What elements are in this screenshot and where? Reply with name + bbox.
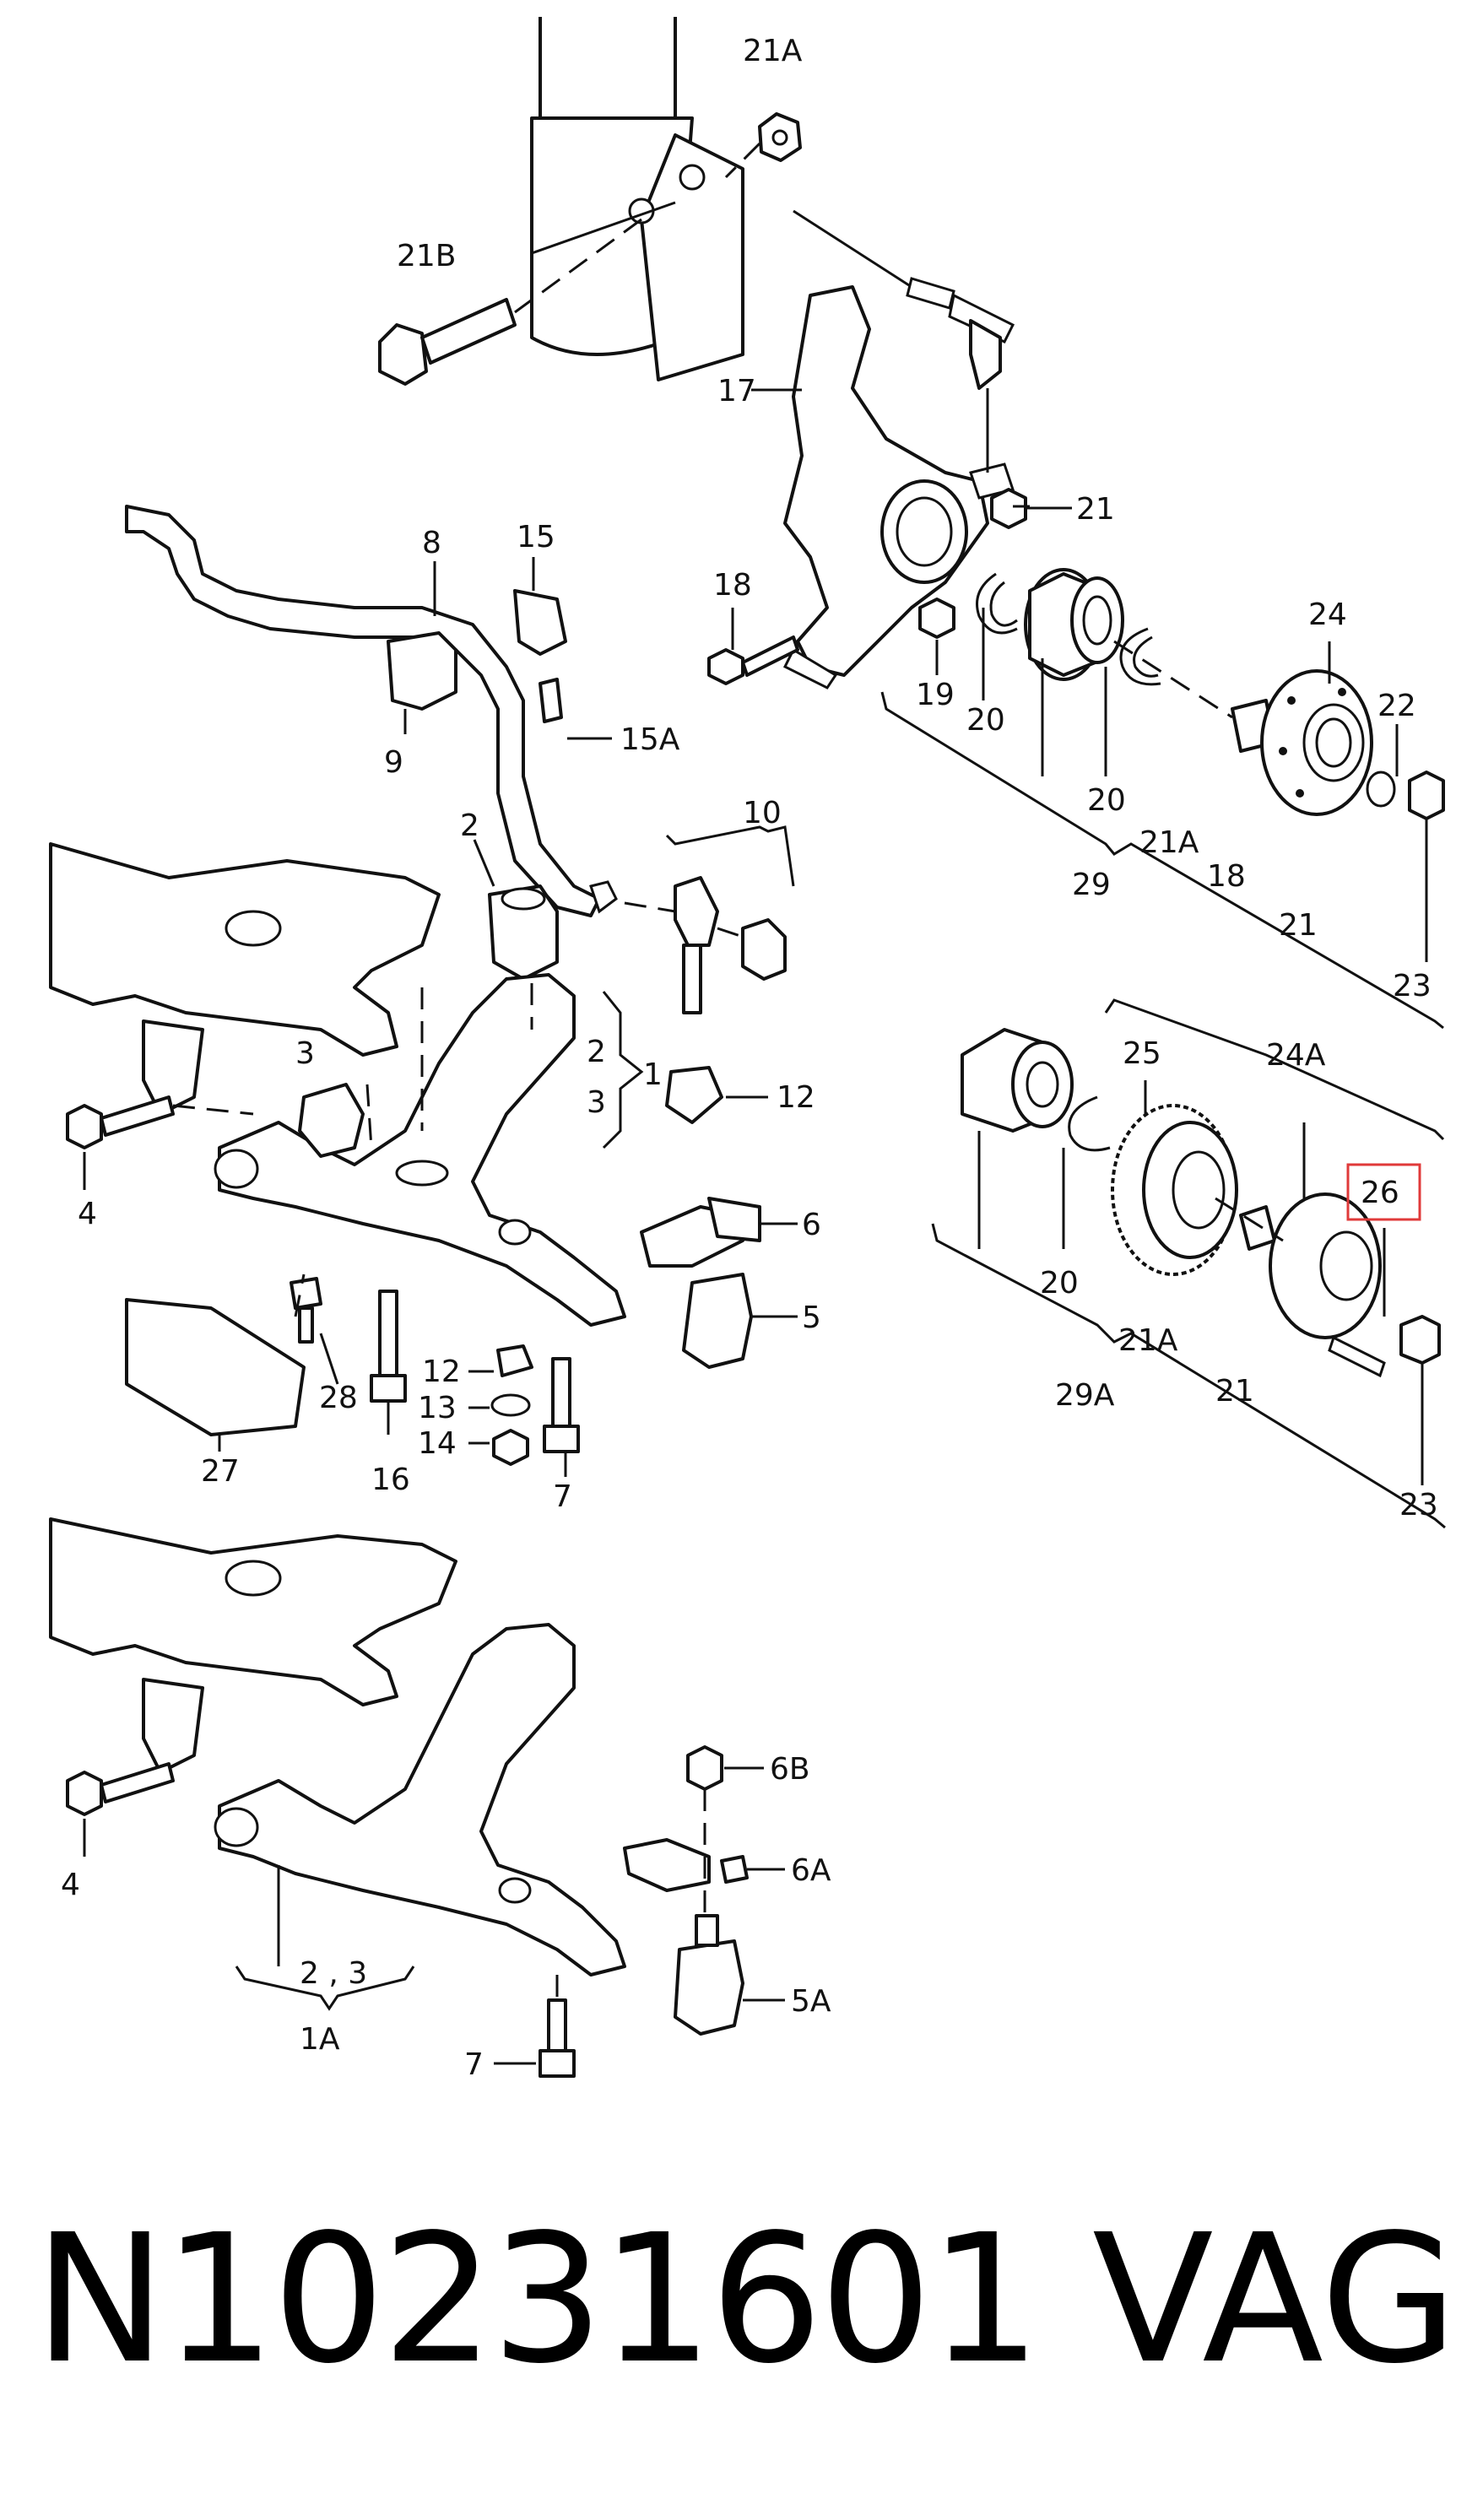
callout-28: 28 — [319, 1381, 358, 1415]
callout-24A: 24A — [1266, 1038, 1326, 1073]
callout-21A: 21A — [1139, 825, 1199, 860]
callout-12: 12 — [777, 1080, 815, 1115]
callout-25: 25 — [1123, 1036, 1161, 1071]
callout-21: 21 — [1076, 492, 1115, 527]
callout-2: 2 — [460, 808, 479, 843]
callout-labels: 21A 21B 17 21 18 19 20 20 24 22 21A 29 1… — [61, 34, 1438, 2082]
callout-18: 18 — [1207, 859, 1246, 894]
callout-24: 24 — [1308, 598, 1347, 632]
callout-18: 18 — [713, 568, 752, 603]
callout-20: 20 — [966, 703, 1005, 738]
wheel-bearing-alt — [961, 1028, 1074, 1133]
callout-21: 21 — [1215, 1374, 1254, 1409]
callout-2: 2 — [587, 1035, 606, 1069]
callout-16: 16 — [371, 1463, 410, 1497]
callout-12: 12 — [422, 1355, 461, 1389]
nut-21A — [758, 112, 802, 162]
callout-19: 19 — [916, 678, 955, 712]
callout-6: 6 — [802, 1208, 821, 1242]
callout-20: 20 — [1087, 783, 1126, 818]
callout-5A: 5A — [791, 1984, 831, 2019]
anti-roll-bar — [125, 505, 618, 917]
callout-1: 1 — [643, 1057, 663, 1092]
control-arm-alt — [214, 1623, 626, 1977]
callout-23: 23 — [1399, 1488, 1438, 1522]
parts-diagram: 21A 21B 17 21 18 19 20 20 24 22 21A 29 1… — [49, 17, 1446, 2082]
callout-3: 3 — [587, 1085, 606, 1120]
highlight-box-26 — [1346, 1163, 1421, 1221]
callout-2-3: 2 , 3 — [300, 1956, 367, 1991]
control-arm — [214, 973, 626, 1327]
callout-8: 8 — [422, 526, 441, 560]
callout-21A: 21A — [743, 34, 803, 68]
callout-9: 9 — [384, 745, 403, 780]
abs-ring-25 — [1111, 1104, 1238, 1276]
callout-10: 10 — [743, 796, 782, 830]
callout-23: 23 — [1393, 969, 1432, 1003]
callout-22: 22 — [1377, 689, 1416, 723]
part-number: N10231601 — [34, 2196, 1042, 2403]
callout-6A: 6A — [791, 1853, 831, 1888]
callout-5: 5 — [802, 1301, 821, 1335]
callout-21: 21 — [1279, 908, 1318, 943]
strut-assembly — [378, 17, 802, 386]
callout-15A: 15A — [620, 722, 680, 757]
callout-7: 7 — [553, 1479, 572, 1514]
callout-29: 29 — [1072, 868, 1111, 902]
brand-name: VAG — [1092, 2196, 1458, 2403]
callout-29A: 29A — [1055, 1378, 1115, 1413]
callout-27: 27 — [201, 1454, 240, 1489]
callout-4: 4 — [61, 1868, 80, 1902]
callout-1A: 1A — [300, 2022, 340, 2057]
callout-21A: 21A — [1118, 1323, 1178, 1358]
bolt-21B — [378, 298, 517, 386]
callout-15: 15 — [517, 520, 555, 554]
callout-21B: 21B — [397, 239, 457, 273]
callout-4: 4 — [78, 1197, 97, 1231]
callout-17: 17 — [717, 374, 756, 408]
wheel-bearing — [1024, 568, 1124, 681]
wheel-hub-alt — [1239, 1192, 1382, 1339]
callout-26: 26 — [1361, 1176, 1399, 1210]
callout-20: 20 — [1040, 1266, 1079, 1301]
callout-13: 13 — [418, 1391, 457, 1425]
steering-knuckle — [782, 285, 1015, 689]
callout-14: 14 — [418, 1426, 457, 1461]
callout-7: 7 — [464, 2047, 484, 2082]
callout-3: 3 — [295, 1036, 315, 1071]
wheel-hub — [1231, 669, 1373, 816]
callout-6B: 6B — [770, 1752, 810, 1787]
